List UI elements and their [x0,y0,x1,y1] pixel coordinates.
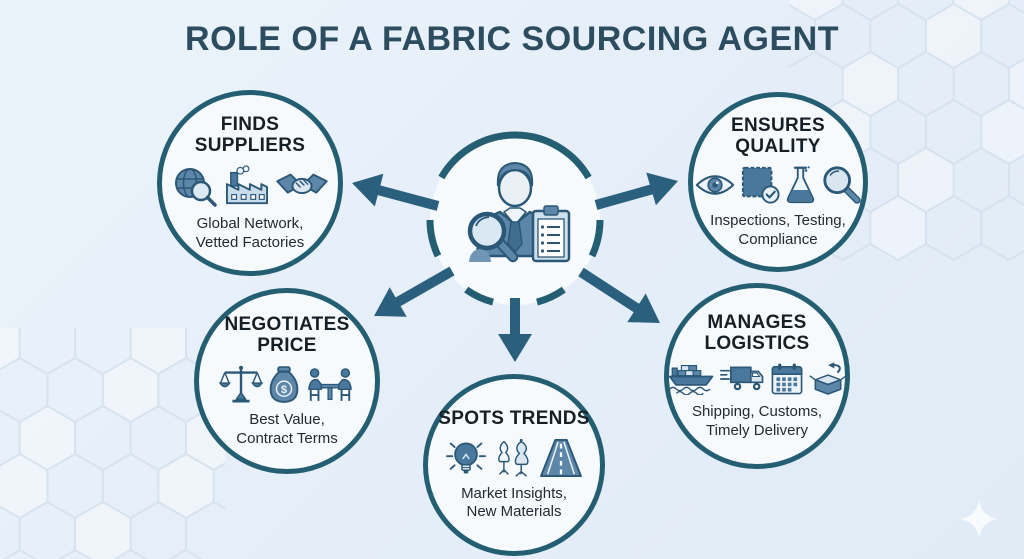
cargo-ship-icon [668,365,713,396]
factory-icon [225,165,268,205]
fabric-swatch-check-icon [741,167,780,204]
node-manages-logistics: MANAGES LOGISTICS [664,283,850,469]
node-icons [695,165,861,205]
node-icons [668,362,847,396]
mannequins-icon [498,438,529,477]
open-box-icon [808,362,847,396]
node-description: Inspections, Testing, Compliance [710,212,846,248]
arrow-to-spots-trends [498,298,532,362]
node-negotiates-price: NEGOTIATES PRICE $ [194,288,380,474]
arrow-to-manages-logistics [578,267,660,323]
arrow-to-negotiates-price [374,266,455,317]
road-icon [540,438,582,477]
node-spots-trends: SPOTS TRENDS [423,374,605,556]
scales-icon [219,365,263,403]
node-icons [445,438,583,478]
node-description: Best Value, Contract Terms [236,411,338,447]
node-icons [172,164,328,208]
sourcing-agent-person-with-magnifier-and-clipboard-icon [467,161,571,263]
lightbulb-icon [445,442,486,473]
infographic-title: ROLE OF A FABRIC SOURCING AGENT [185,20,839,58]
node-heading: MANAGES LOGISTICS [704,311,810,354]
node-heading: NEGOTIATES PRICE [224,313,350,356]
eye-icon [695,175,735,195]
handshake-icon [276,173,328,195]
node-finds-suppliers: FINDS SUPPLIERS [157,90,343,276]
node-heading: ENSURES QUALITY [731,114,825,157]
magnifier-icon [823,166,861,204]
dollar-glyph: $ [281,384,288,396]
node-description: Shipping, Customs, Timely Delivery [691,403,823,439]
node-description: Global Network, Vetted Factories [195,215,305,251]
delivery-truck-icon [719,366,763,391]
node-icons: $ [219,364,355,404]
globe-search-icon [175,168,217,207]
node-heading: FINDS SUPPLIERS [194,113,306,156]
flask-icon [786,166,815,204]
hub-ring [426,131,604,306]
node-ensures-quality: ENSURES QUALITY [688,92,868,272]
magnifying-glass-icon [467,211,519,263]
arrow-to-finds-suppliers [352,173,440,211]
arrow-to-ensures-quality [594,172,678,210]
node-heading: SPOTS TRENDS [438,408,590,430]
negotiation-table-icon [308,367,352,401]
node-description: Market Insights, New Materials [461,484,567,521]
calendar-icon [771,363,802,395]
money-bag-icon: $ [269,366,299,403]
